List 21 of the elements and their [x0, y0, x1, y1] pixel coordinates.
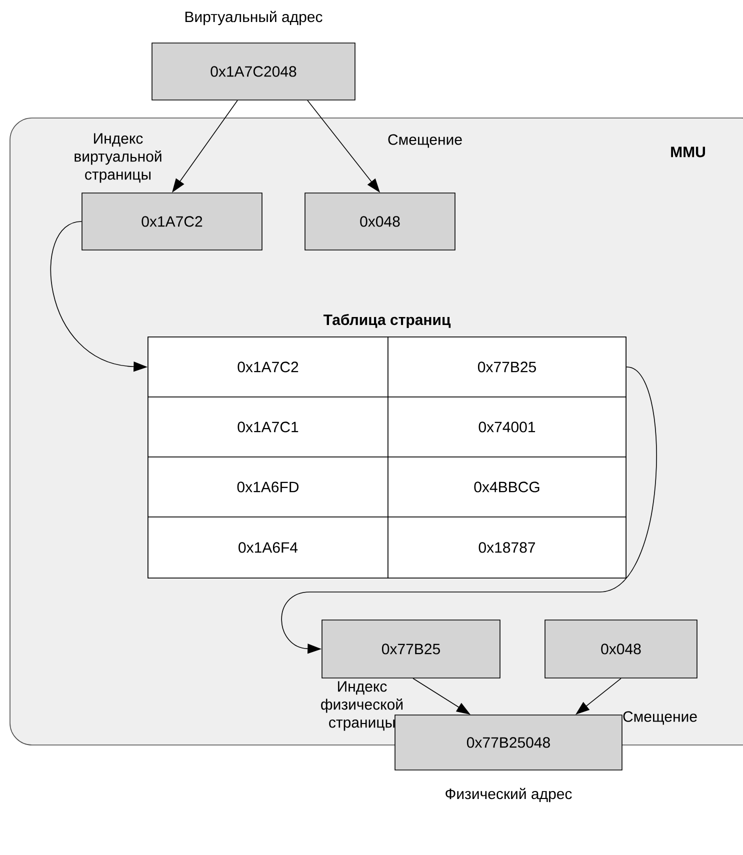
edge-label: Смещение [388, 134, 462, 148]
table-cell: 0x1A6FD [148, 456, 388, 518]
table-cell: 0x77B25 [388, 336, 626, 398]
address-box: 0x1A7C2048 [152, 42, 356, 100]
address-caption: Физический адрес [446, 788, 572, 802]
table-cell: 0x1A7C1 [148, 396, 388, 458]
address-box: 0x77B25 [322, 620, 500, 678]
node-label: Таблица страниц [323, 314, 451, 328]
address-caption: Виртуальный адрес [185, 10, 322, 26]
edge-label: Смещение [623, 711, 697, 725]
table-cell: 0x1A7C2 [148, 336, 388, 398]
address-box: 0x77B25048 [394, 714, 622, 770]
address-box: 0x048 [304, 192, 456, 250]
arrow [281, 366, 657, 654]
table-cell: 0x4BBCG [388, 456, 626, 518]
table-cell: 0x74001 [388, 396, 626, 458]
address-box: 0x048 [544, 620, 698, 678]
table-cell: 0x1A6F4 [148, 516, 388, 578]
address-box: 0x1A7C2 [82, 192, 262, 250]
edge-label: Индекс виртуальной страницы [74, 133, 162, 183]
table-cell: 0x18787 [388, 516, 626, 578]
